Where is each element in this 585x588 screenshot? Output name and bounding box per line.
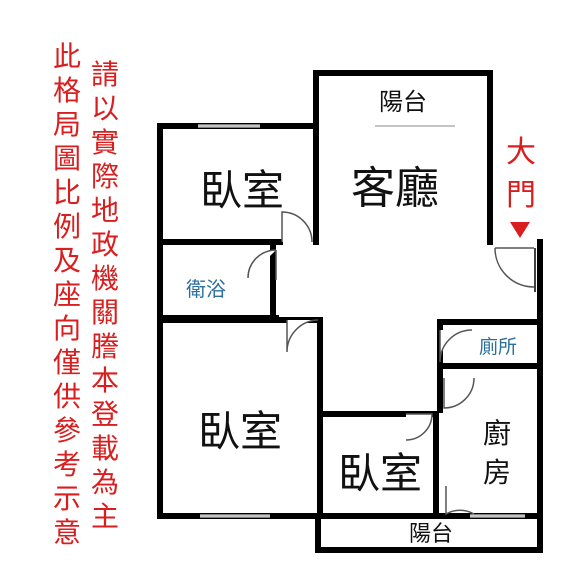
label-balcony-top: 陽台 [379, 88, 427, 116]
note-char: 座 [52, 278, 81, 311]
note-char: 本 [90, 364, 119, 397]
note-char: 登 [90, 398, 119, 431]
note-char: 實 [90, 126, 119, 159]
note-char: 格 [52, 74, 81, 107]
note-char: 及 [52, 244, 81, 277]
label-kitchen-line1: 廚 [483, 417, 511, 450]
note-char: 謄 [90, 330, 119, 363]
label-bedroom-large: 臥室 [198, 407, 282, 456]
label-living-room: 客廳 [351, 163, 439, 214]
door-bathroom [247, 249, 277, 280]
note-char: 局 [52, 108, 81, 141]
note-char: 地 [90, 194, 119, 227]
note-char: 為 [90, 466, 119, 499]
note-char: 供 [52, 380, 81, 413]
note-char: 政 [90, 228, 119, 261]
label-bathroom: 衛浴 [186, 277, 226, 301]
note-char: 際 [90, 160, 119, 193]
wall-bottom-balcony [315, 513, 543, 553]
label-toilet: 廁所 [479, 335, 517, 358]
door-toilet [439, 329, 473, 363]
note-char: 考 [52, 448, 81, 481]
note-char: 以 [90, 92, 119, 125]
entrance-label-line2: 門 [506, 178, 536, 213]
door-kitchen [443, 377, 475, 409]
door-bedroom-large [286, 319, 319, 353]
label-bedroom-top: 臥室 [200, 166, 284, 215]
note-char: 例 [52, 210, 81, 243]
label-balcony-bottom: 陽台 [409, 522, 453, 547]
note-char: 圖 [52, 142, 81, 175]
door-bedroom-top [281, 211, 313, 243]
note-char: 意 [52, 516, 81, 549]
note-char: 示 [52, 482, 81, 515]
label-kitchen-line2: 房 [483, 456, 511, 489]
door-main-entrance [494, 247, 535, 288]
wall-balcony-top [313, 70, 493, 129]
note-char: 參 [52, 414, 81, 447]
note-char: 機 [90, 262, 119, 295]
note-char: 主 [90, 500, 119, 533]
note-char: 比 [52, 176, 81, 209]
note-char: 僅 [52, 346, 81, 379]
note-char: 請 [90, 58, 119, 91]
note-char: 此 [52, 40, 81, 73]
note-left-column: 此格局圖比例及座向僅供參考示意 [50, 40, 84, 550]
note-char: 關 [90, 296, 119, 329]
label-bedroom-small: 臥室 [338, 449, 422, 498]
door-bedroom-small [405, 413, 433, 441]
note-right-column: 請以實際地政機關謄本登載為主 [88, 58, 122, 534]
note-char: 向 [52, 312, 81, 345]
note-char: 載 [90, 432, 119, 465]
door-kitchen-balcony [445, 486, 475, 516]
entrance-label-line1: 大 [506, 135, 536, 170]
entrance-arrow-icon [510, 222, 530, 238]
